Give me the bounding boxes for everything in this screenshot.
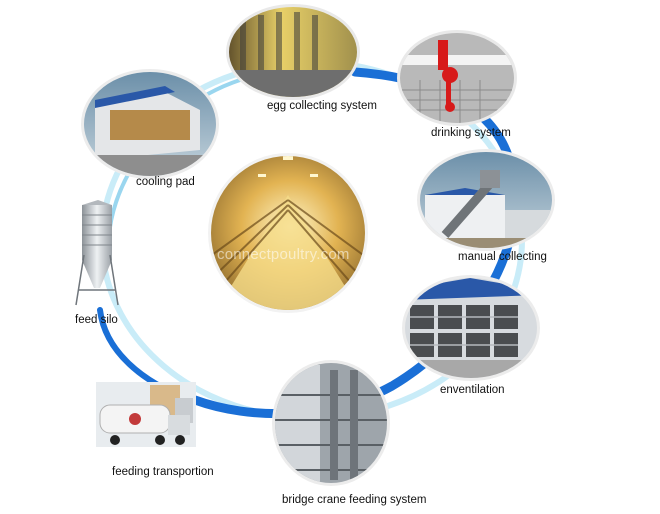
label-drinking: drinking system [431, 127, 511, 139]
label-bridge-crane: bridge crane feeding system [282, 494, 427, 506]
label-ventilation: enventilation [440, 384, 505, 396]
drinking-photo [397, 30, 517, 126]
bridge-crane-photo [272, 360, 390, 486]
label-cooling-pad: cooling pad [136, 176, 195, 188]
label-egg-collecting: egg collecting system [267, 100, 377, 112]
egg-collecting-photo [226, 4, 360, 100]
center-watermark: connectpoultry.com [217, 246, 350, 263]
label-manual-collecting: manual collecting [458, 251, 547, 263]
feed-silo-photo [75, 200, 119, 306]
ventilation-photo [402, 275, 540, 381]
label-feeding-transport: feeding transportion [112, 466, 214, 478]
manual-collecting-photo [417, 149, 555, 251]
center-poultry-house-photo [208, 153, 368, 313]
feeding-truck-photo [96, 382, 196, 447]
cooling-pad-photo [81, 69, 219, 179]
label-feed-silo: feed silo [75, 314, 118, 326]
